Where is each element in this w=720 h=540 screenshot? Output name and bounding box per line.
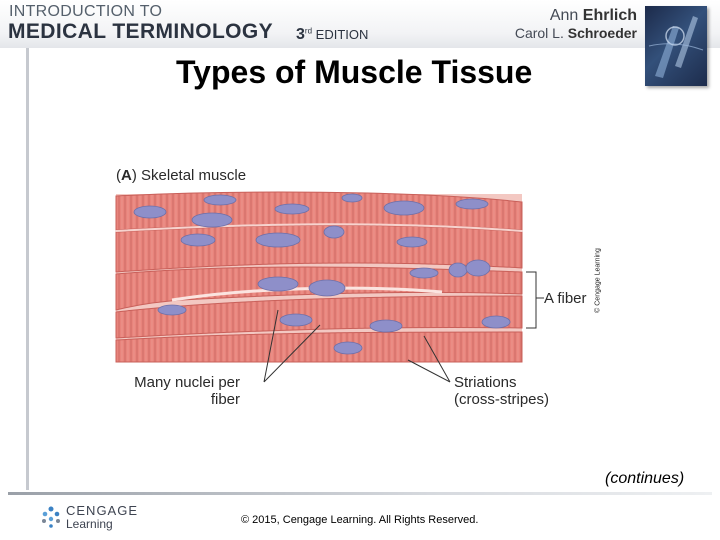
copyright-notice: © 2015, Cengage Learning. All Rights Res… — [241, 514, 478, 526]
skeletal-muscle-figure: (A) Skeletal muscle A fiber Many nuclei … — [112, 160, 612, 420]
author-2-first: Carol L. — [515, 25, 564, 41]
author-2-last: Schroeder — [568, 25, 637, 41]
author-1-first: Ann — [550, 7, 578, 24]
label-striations-line1: Striations — [454, 374, 549, 391]
book-header: INTRODUCTION TO MEDICAL TERMINOLOGY 3rd … — [0, 0, 720, 48]
label-nuclei-line1: Many nuclei per — [128, 374, 240, 391]
book-title: MEDICAL TERMINOLOGY — [8, 20, 273, 44]
footer-divider — [8, 492, 712, 495]
left-accent-rule — [26, 48, 29, 490]
edition-suffix: rd — [305, 27, 312, 36]
label-fiber: A fiber — [544, 290, 587, 307]
slide-title: Types of Muscle Tissue — [176, 54, 532, 91]
cengage-mark-icon — [40, 505, 62, 529]
continues-note: (continues) — [605, 470, 684, 488]
book-series-label: INTRODUCTION TO — [9, 3, 162, 21]
label-nuclei: Many nuclei per fiber — [128, 374, 240, 408]
cengage-logo: CENGAGE Learning — [40, 502, 140, 534]
edition-word: EDITION — [316, 27, 369, 42]
label-nuclei-line2: fiber — [128, 391, 240, 408]
book-edition: 3rd EDITION — [296, 26, 368, 44]
edition-number: 3 — [296, 26, 305, 43]
logo-line1: CENGAGE — [66, 503, 138, 518]
image-credit: © Cengage Learning — [592, 160, 604, 406]
panel-letter: A — [121, 167, 132, 184]
author-2: Carol L. Schroeder — [515, 25, 637, 41]
panel-title-text: Skeletal muscle — [141, 167, 246, 184]
logo-line2: Learning — [66, 517, 113, 531]
label-striations: Striations (cross-stripes) — [454, 374, 549, 408]
figure-panel-title: (A) Skeletal muscle — [116, 167, 246, 184]
author-1: Ann Ehrlich — [550, 7, 637, 25]
image-credit-text: © Cengage Learning — [595, 161, 602, 401]
label-striations-line2: (cross-stripes) — [454, 391, 549, 408]
book-cover-thumbnail — [645, 6, 707, 86]
author-1-last: Ehrlich — [583, 7, 637, 24]
